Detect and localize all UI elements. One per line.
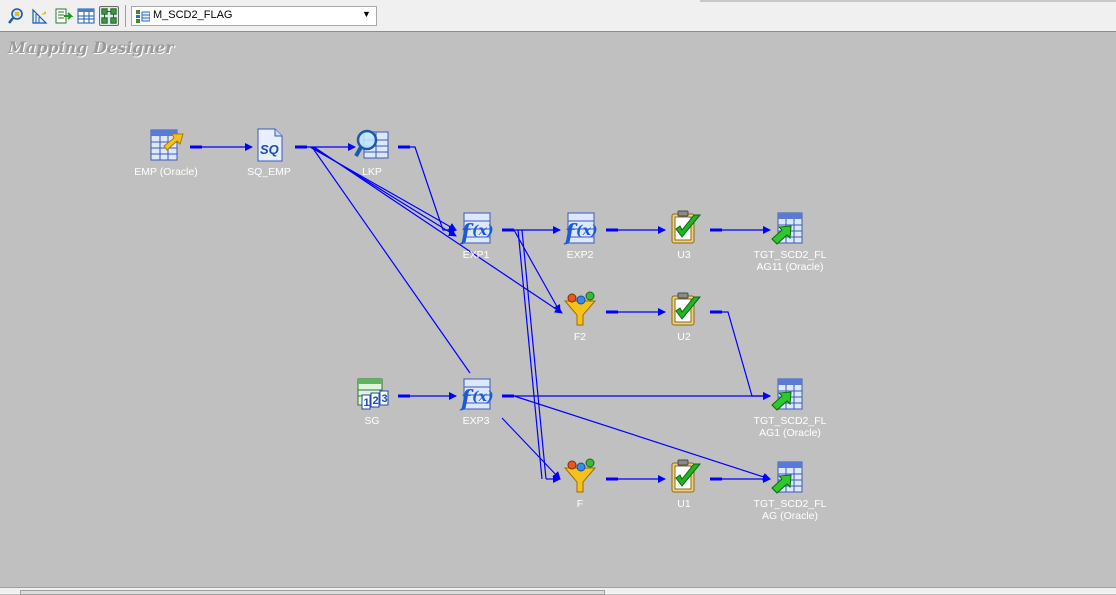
- link-lkp-exp1: [410, 146, 457, 234]
- target-designer-icon: [32, 8, 48, 24]
- svg-text:2: 2: [373, 395, 379, 407]
- node-label-line: TGT_SCD2_FL: [753, 249, 827, 261]
- source-analyzer-icon: [8, 8, 23, 24]
- link-exp1-f: [517, 229, 543, 480]
- node-sg[interactable]: 1 2 3 SG: [332, 375, 412, 435]
- toolbar-divider: [700, 0, 1116, 2]
- node-lkp[interactable]: LKP: [332, 126, 412, 186]
- mapping-icon: [136, 10, 150, 23]
- svg-text:3: 3: [382, 393, 388, 405]
- mapping-designer-icon: [101, 8, 117, 24]
- source-table-icon: [150, 129, 184, 161]
- node-label-line: AG1 (Oracle): [759, 427, 821, 439]
- node-u3[interactable]: U3: [644, 209, 724, 269]
- node-label-line: AG11 (Oracle): [756, 261, 824, 273]
- node-exp3[interactable]: f (x) EXP3: [436, 375, 516, 435]
- update-strategy-icon: [671, 459, 702, 493]
- node-label: TGT_SCD2_FL AG (Oracle): [747, 498, 833, 522]
- mapping-designer-button[interactable]: [99, 6, 119, 26]
- node-exp2[interactable]: f (x) EXP2: [540, 209, 620, 269]
- scrollbar-thumb[interactable]: [20, 590, 605, 595]
- svg-text:f: f: [563, 220, 578, 246]
- svg-text:1: 1: [364, 397, 370, 409]
- chevron-down-icon[interactable]: ▼: [362, 9, 371, 19]
- expression-icon: f (x): [459, 378, 494, 412]
- node-emp[interactable]: EMP (Oracle): [126, 126, 206, 186]
- source-analyzer-button[interactable]: [6, 6, 26, 26]
- transformation-developer-icon: [55, 8, 74, 24]
- toolbar-separator: [125, 5, 126, 27]
- link-sq-exp3: [311, 146, 471, 374]
- node-tgt-scd2-flag[interactable]: TGT_SCD2_FL AG (Oracle): [748, 458, 828, 522]
- filter-icon: [563, 291, 597, 326]
- lookup-icon: [354, 129, 389, 159]
- link-exp3-tgt: [513, 395, 771, 481]
- update-strategy-icon: [671, 210, 702, 244]
- mapping-select-value: M_SCD2_FLAG: [153, 9, 233, 21]
- node-label: U2: [677, 331, 691, 343]
- node-label-line: TGT_SCD2_FL: [753, 415, 827, 427]
- node-u1[interactable]: U1: [644, 458, 724, 518]
- canvas-title: Mapping Designer: [8, 38, 174, 57]
- designer-toolbar: M_SCD2_FLAG ▼: [0, 0, 1116, 32]
- horizontal-scrollbar[interactable]: [0, 587, 1116, 595]
- svg-text:SQ: SQ: [260, 142, 279, 157]
- svg-text:f: f: [459, 220, 474, 246]
- link-exp3-f: [501, 417, 561, 480]
- expression-icon: f (x): [563, 212, 598, 246]
- expression-icon: f (x): [459, 212, 494, 246]
- node-label-line: TGT_SCD2_FL: [753, 498, 827, 510]
- node-f2[interactable]: F2: [540, 291, 620, 351]
- target-table-icon: [771, 212, 803, 245]
- node-exp1[interactable]: f (x) EXP1: [436, 209, 516, 269]
- node-label: U3: [677, 249, 691, 261]
- target-table-icon: [771, 378, 803, 411]
- mapplet-designer-button[interactable]: [76, 6, 96, 26]
- node-label: EXP2: [566, 249, 594, 261]
- node-label: SQ_EMP: [247, 166, 291, 178]
- node-label: EMP (Oracle): [134, 166, 198, 178]
- mapping-canvas[interactable]: Mapping Designer: [0, 33, 1116, 587]
- node-label: F2: [573, 331, 587, 343]
- node-label-line: AG (Oracle): [761, 510, 818, 522]
- transformation-developer-button[interactable]: [53, 6, 74, 26]
- svg-text:f: f: [459, 386, 474, 412]
- node-label: TGT_SCD2_FL AG1 (Oracle): [747, 415, 833, 439]
- node-label: U1: [677, 498, 691, 510]
- node-label: F: [576, 498, 584, 510]
- svg-text:(x): (x): [472, 389, 494, 405]
- node-tgt-scd2-flag1[interactable]: TGT_SCD2_FL AG1 (Oracle): [748, 375, 828, 439]
- target-table-icon: [771, 461, 803, 494]
- target-designer-button[interactable]: [30, 6, 50, 26]
- node-label: TGT_SCD2_FL AG11 (Oracle): [747, 249, 833, 273]
- link-exp1-f2: [513, 229, 561, 313]
- node-sq-emp[interactable]: SQ SQ_EMP: [229, 126, 309, 186]
- mapplet-designer-icon: [77, 8, 95, 24]
- node-label: LKP: [362, 166, 382, 178]
- source-qualifier-icon: SQ: [257, 128, 283, 162]
- sequence-generator-icon: 1 2 3: [357, 378, 389, 410]
- node-u2[interactable]: U2: [644, 291, 724, 351]
- node-label: EXP1: [462, 249, 490, 261]
- link-sq-f2: [313, 146, 563, 314]
- node-tgt-scd2-flag11[interactable]: TGT_SCD2_FL AG11 (Oracle): [748, 209, 828, 273]
- update-strategy-icon: [671, 292, 702, 326]
- node-label: EXP3: [462, 415, 490, 427]
- svg-text:(x): (x): [576, 223, 598, 239]
- svg-text:(x): (x): [472, 223, 494, 239]
- filter-icon: [563, 458, 597, 493]
- node-label: SG: [364, 415, 380, 427]
- link-layer: [190, 143, 771, 483]
- link-exp1-f-b: [521, 229, 547, 480]
- mapping-select[interactable]: M_SCD2_FLAG ▼: [131, 6, 377, 26]
- node-f[interactable]: F: [540, 458, 620, 518]
